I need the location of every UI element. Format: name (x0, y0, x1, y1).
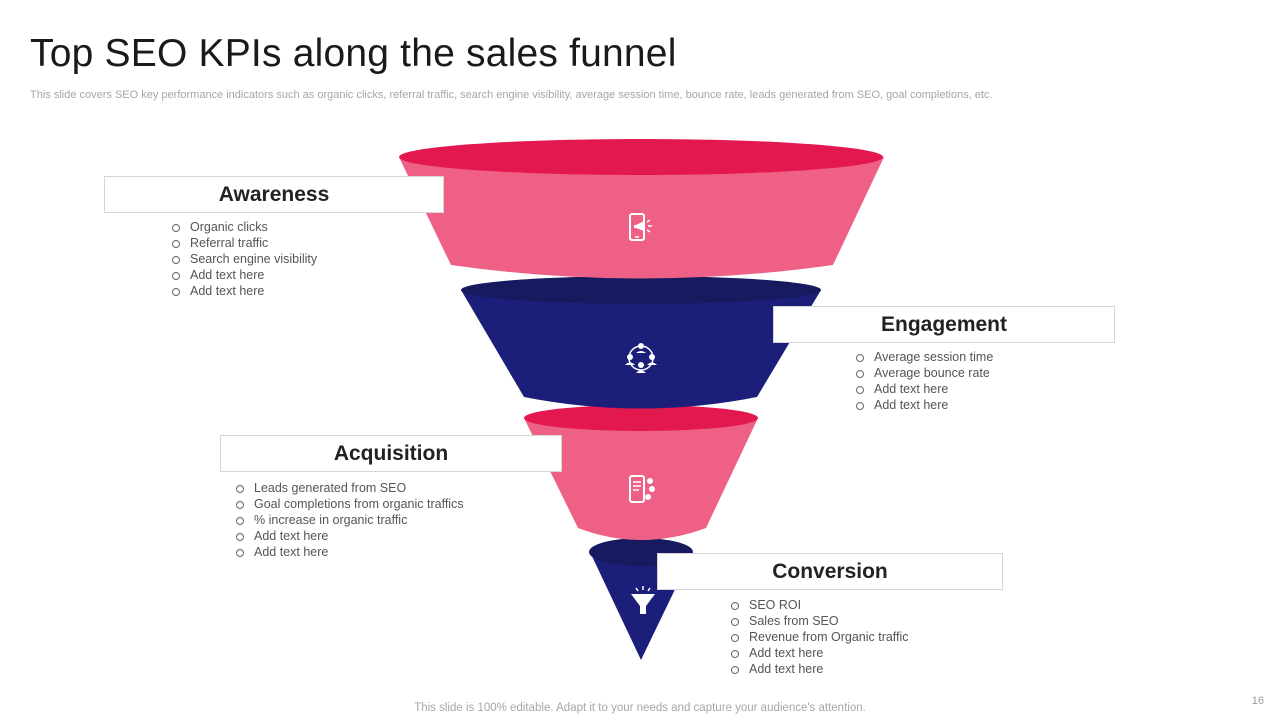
list-item: Leads generated from SEO (236, 480, 464, 496)
list-item: Goal completions from organic traffics (236, 496, 464, 512)
slide-subtitle: This slide covers SEO key performance in… (30, 89, 993, 101)
funnel-stage-engagement (461, 276, 821, 409)
stage-title-awareness: Awareness (104, 176, 444, 213)
list-item: Add text here (856, 381, 993, 397)
list-item: Add text here (236, 528, 464, 544)
list-item: Search engine visibility (172, 251, 317, 267)
list-item: Organic clicks (172, 219, 317, 235)
funnel-rim-engagement (461, 276, 821, 304)
people-network-icon (625, 343, 657, 373)
list-item: Average bounce rate (856, 365, 993, 381)
mobile-forms-icon (629, 475, 655, 503)
list-item: Add text here (731, 661, 909, 677)
slide-footer: This slide is 100% editable. Adapt it to… (414, 702, 866, 714)
engagement-kpi-list: Average session time Average bounce rate… (856, 349, 993, 413)
list-item: Add text here (172, 283, 317, 299)
funnel-stage-awareness (399, 139, 884, 279)
mobile-megaphone-icon (629, 213, 652, 241)
stage-title-conversion: Conversion (657, 553, 1003, 590)
list-item: Add text here (236, 544, 464, 560)
funnel-rim-acquisition (524, 405, 758, 431)
conversion-kpi-list: SEO ROI Sales from SEO Revenue from Orga… (731, 597, 909, 677)
slide-title: Top SEO KPIs along the sales funnel (30, 32, 677, 75)
list-item: Referral traffic (172, 235, 317, 251)
funnel-body-awareness (399, 157, 884, 279)
funnel-body-acquisition (524, 418, 758, 540)
funnel-rim-awareness (399, 139, 883, 175)
page-number: 16 (1251, 695, 1264, 707)
awareness-kpi-list: Organic clicks Referral traffic Search e… (172, 219, 317, 299)
list-item: Add text here (172, 267, 317, 283)
stage-title-engagement: Engagement (773, 306, 1115, 343)
funnel-icon (631, 586, 655, 614)
funnel-stage-acquisition (524, 405, 758, 540)
list-item: Sales from SEO (731, 613, 909, 629)
list-item: Revenue from Organic traffic (731, 629, 909, 645)
list-item: SEO ROI (731, 597, 909, 613)
list-item: Add text here (731, 645, 909, 661)
list-item: Average session time (856, 349, 993, 365)
list-item: Add text here (856, 397, 993, 413)
funnel-body-engagement (461, 290, 821, 409)
acquisition-kpi-list: Leads generated from SEO Goal completion… (236, 480, 464, 560)
stage-title-acquisition: Acquisition (220, 435, 562, 472)
list-item: % increase in organic traffic (236, 512, 464, 528)
